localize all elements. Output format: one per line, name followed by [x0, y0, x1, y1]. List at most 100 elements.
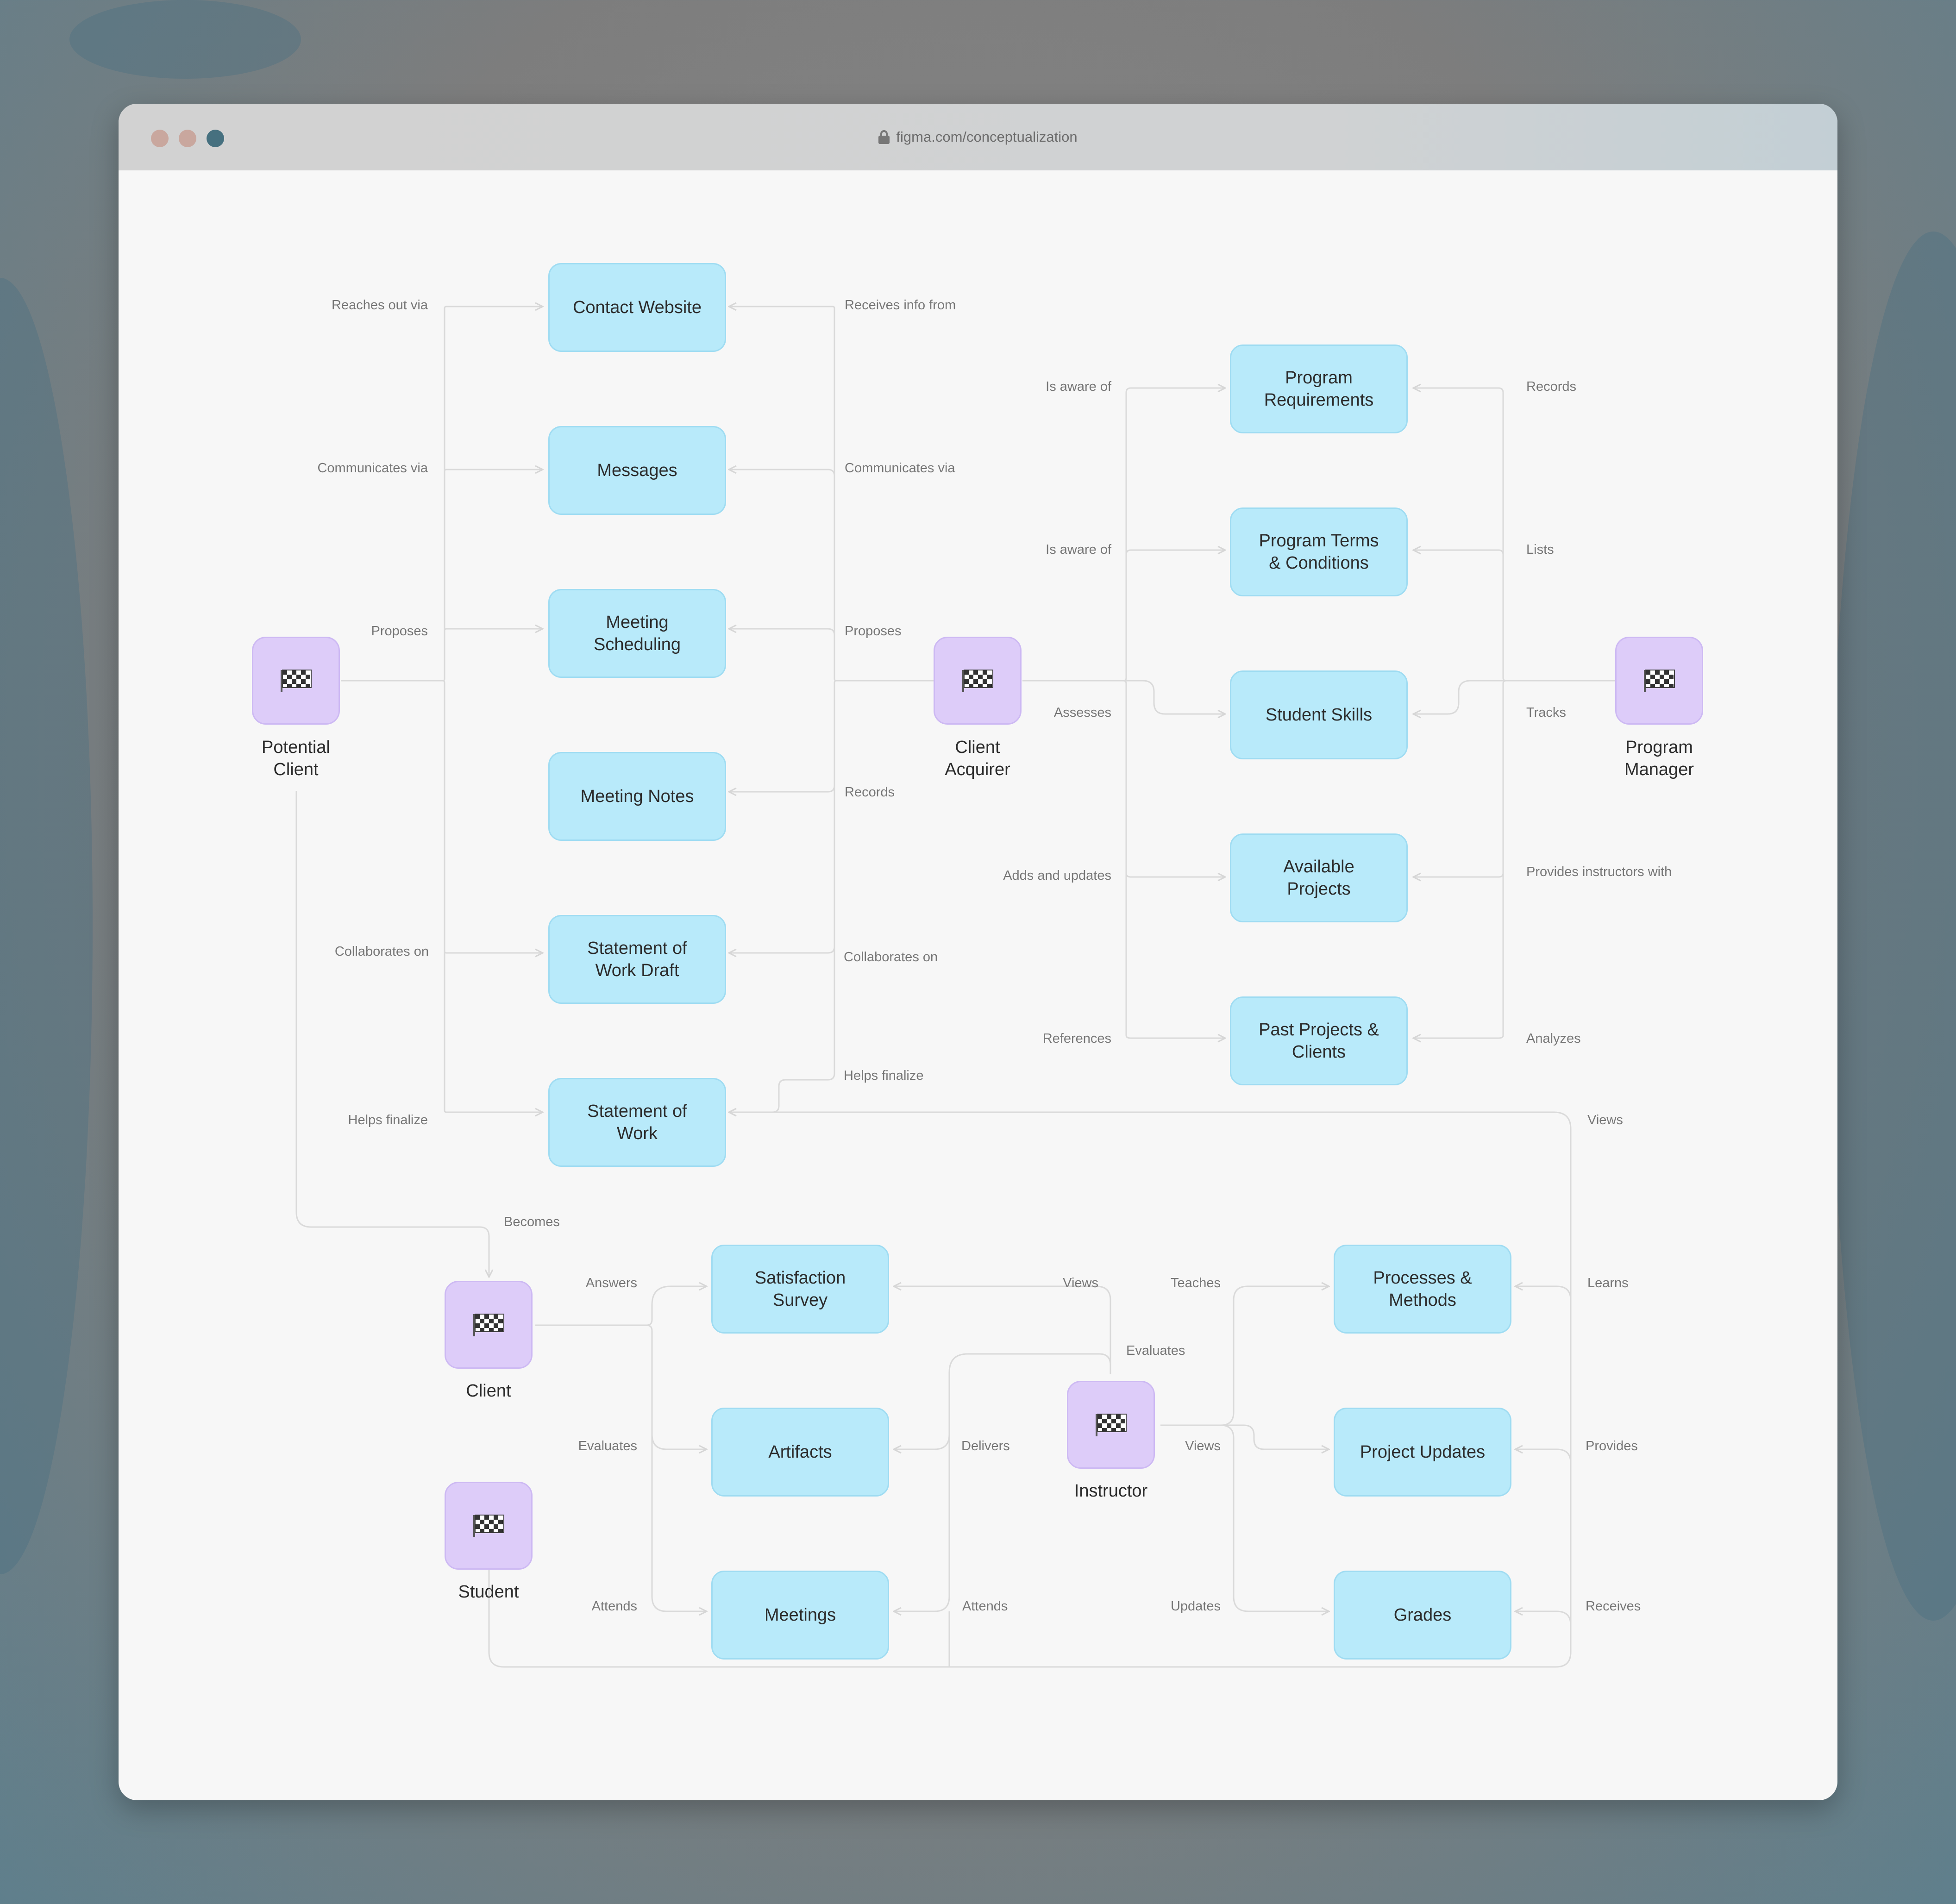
diagram-canvas: Contact Website Messages Meeting Schedul…	[119, 170, 1837, 1800]
edge-label: Reaches out via	[332, 298, 428, 313]
wire-ca-projects	[1125, 873, 1225, 877]
node-sow-draft[interactable]: Statement of Work Draft	[548, 915, 726, 1004]
browser-titlebar: figma.com/conceptualization	[119, 104, 1837, 170]
edge-label: Evaluates	[1126, 1343, 1185, 1358]
node-sow[interactable]: Statement of Work	[548, 1078, 726, 1167]
actor-label-client: Client	[466, 1381, 511, 1401]
wire-client-meetings	[651, 1434, 707, 1611]
edge-label: References	[1042, 1031, 1111, 1046]
browser-window: figma.com/conceptualization	[119, 104, 1837, 1800]
edge-label: Receives info from	[845, 298, 956, 313]
wire-instr-grades	[1220, 1424, 1329, 1611]
node-artifacts[interactable]: Artifacts	[711, 1408, 889, 1497]
edge-label: Evaluates	[578, 1439, 637, 1453]
edge-label: Provides instructors with	[1526, 864, 1672, 879]
edge-label: Views	[1185, 1439, 1221, 1453]
url-text: figma.com/conceptualization	[896, 129, 1078, 145]
wire-pm-projects	[1413, 873, 1504, 877]
actor-student[interactable]	[445, 1482, 533, 1570]
wire-ca-right-down	[1123, 680, 1225, 1038]
wire-student-loop	[488, 1286, 1572, 1668]
node-project-updates[interactable]: Project Updates	[1334, 1408, 1511, 1497]
checkered-flag-icon	[962, 670, 993, 692]
node-meeting-scheduling[interactable]: Meeting Scheduling	[548, 589, 726, 678]
wire-pc-messages	[444, 470, 543, 679]
wire-pc-sow	[444, 951, 543, 1112]
node-grades[interactable]: Grades	[1334, 1571, 1511, 1660]
edge-label: Helps finalize	[348, 1113, 428, 1127]
wire-ca-trunk	[729, 307, 934, 682]
edge-label: Is aware of	[1046, 379, 1111, 394]
wire-pm-trunk	[1413, 388, 1624, 682]
actor-label-instructor: Instructor	[1074, 1481, 1148, 1501]
wire-ca-skills	[1123, 680, 1225, 714]
wire-client-trunk	[535, 1286, 707, 1326]
wire-pc-down	[442, 680, 543, 953]
wire-student-updates	[1515, 1449, 1572, 1464]
actor-label-program-manager: Program Manager	[1624, 738, 1694, 779]
edge-label: Lists	[1526, 542, 1554, 557]
wire-instr-meetings	[894, 1434, 950, 1611]
edge-label: Teaches	[1170, 1276, 1221, 1290]
wire-pm-skills	[1413, 680, 1506, 714]
address-bar[interactable]: figma.com/conceptualization	[119, 104, 1837, 170]
actor-label-potential-client: Potential Client	[262, 738, 330, 779]
wire-instr-updates	[1221, 1424, 1329, 1449]
wire-pm-down	[1413, 680, 1506, 1038]
wire-ca-messages	[729, 470, 835, 476]
node-available-projects[interactable]: Available Projects	[1230, 833, 1408, 922]
edge-label: Helps finalize	[844, 1068, 924, 1083]
actor-instructor[interactable]	[1067, 1381, 1155, 1469]
node-satisfaction-survey[interactable]: Satisfaction Survey	[711, 1245, 889, 1334]
window-zoom-button[interactable]	[207, 130, 224, 147]
node-student-skills[interactable]: Student Skills	[1230, 670, 1408, 759]
background-blur	[1829, 232, 1956, 1621]
actor-program-manager[interactable]	[1615, 637, 1703, 725]
wire-ca-down	[729, 680, 837, 792]
node-past-projects[interactable]: Past Projects & Clients	[1230, 996, 1408, 1085]
lock-icon	[878, 130, 890, 144]
window-minimize-button[interactable]	[179, 130, 196, 147]
edge-label: Learns	[1587, 1276, 1629, 1290]
actor-potential-client[interactable]	[252, 637, 340, 725]
edge-label: Updates	[1170, 1599, 1221, 1614]
node-messages[interactable]: Messages	[548, 426, 726, 515]
checkered-flag-icon	[473, 1515, 504, 1537]
edge-label: Analyzes	[1526, 1031, 1581, 1046]
edge-label: Proposes	[371, 624, 428, 639]
node-processes-methods[interactable]: Processes & Methods	[1334, 1245, 1511, 1334]
edge-label: Proposes	[845, 624, 902, 639]
edge-label: Attends	[591, 1599, 637, 1614]
edge-label: Delivers	[961, 1439, 1010, 1453]
wire-student-grades	[1515, 1611, 1572, 1626]
edge-label: Provides	[1586, 1439, 1638, 1453]
checkered-flag-icon	[1096, 1414, 1127, 1436]
actor-label-client-acquirer: Client Acquirer	[945, 738, 1010, 779]
node-program-requirements[interactable]: Program Requirements	[1230, 344, 1408, 433]
window-close-button[interactable]	[151, 130, 169, 147]
edge-label: Collaborates on	[334, 944, 429, 959]
node-meeting-notes[interactable]: Meeting Notes	[548, 752, 726, 841]
wire-views-sow	[729, 1112, 1572, 1393]
edge-label: Receives	[1586, 1599, 1641, 1614]
actor-label-student: Student	[458, 1582, 519, 1602]
edge-label: Collaborates on	[844, 950, 938, 965]
edge-label: Views	[1063, 1276, 1098, 1290]
node-program-terms[interactable]: Program Terms & Conditions	[1230, 507, 1408, 596]
wire-becomes	[295, 791, 489, 1277]
wire-ca-draft	[729, 785, 835, 953]
node-meetings[interactable]: Meetings	[711, 1571, 889, 1660]
edge-label: Is aware of	[1046, 542, 1111, 557]
wire-ca-sow	[729, 946, 835, 1112]
edge-label: Records	[845, 785, 895, 800]
node-contact-website[interactable]: Contact Website	[548, 263, 726, 352]
edge-label: Becomes	[504, 1215, 560, 1229]
wire-instr-evaluates	[894, 1353, 1111, 1449]
wire-instr-right	[1160, 1286, 1329, 1426]
background-blur	[0, 278, 93, 1574]
wire-ca-terms	[1125, 550, 1225, 555]
wire-instr-survey	[894, 1286, 1111, 1374]
checkered-flag-icon	[473, 1314, 504, 1336]
actor-client-acquirer[interactable]	[934, 637, 1022, 725]
actor-client[interactable]	[445, 1281, 533, 1369]
